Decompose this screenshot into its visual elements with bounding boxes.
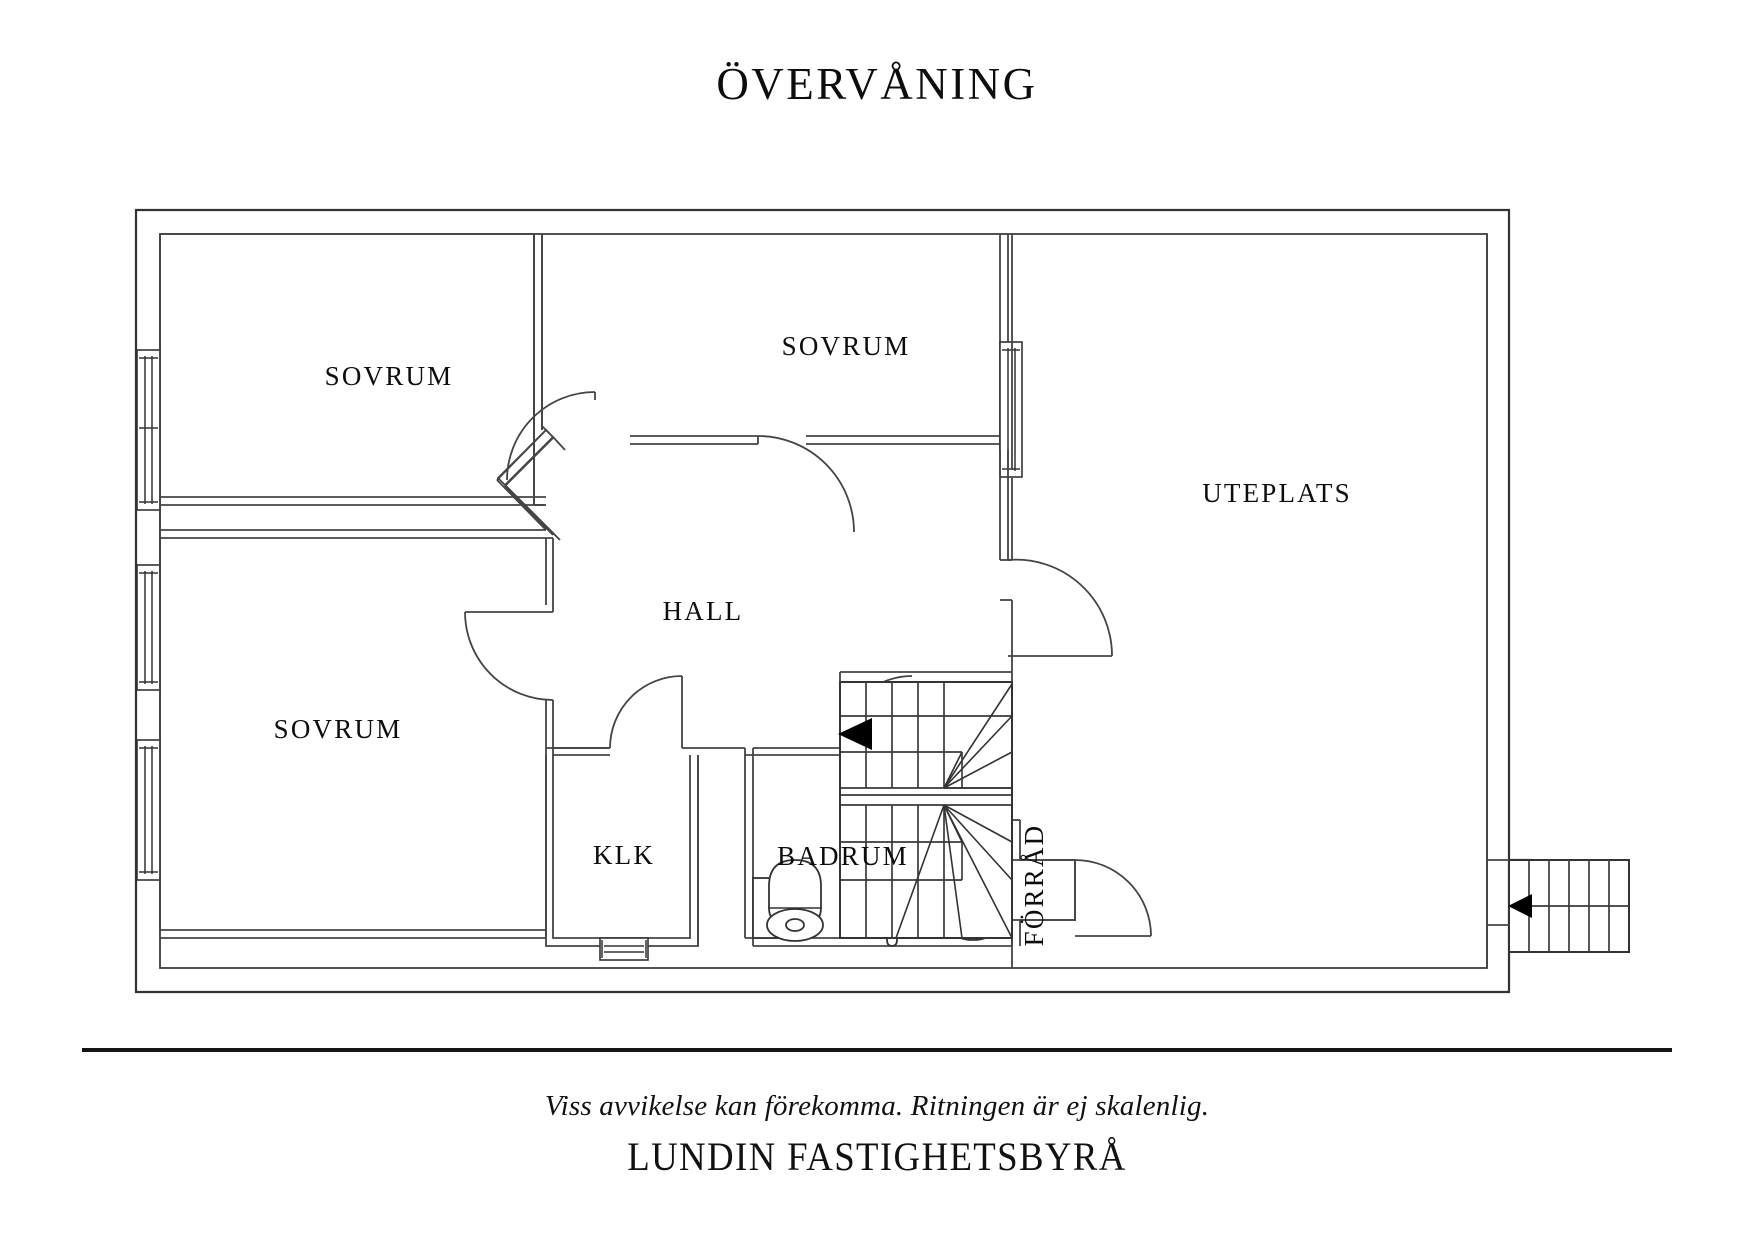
stair-winders-lower (895, 804, 1013, 939)
room-label-forrad: FÖRRÅD (1019, 824, 1049, 947)
door-forrad[interactable] (1074, 859, 1152, 937)
exterior-stair-doorway (1487, 859, 1509, 926)
hall-left-jog (160, 429, 554, 539)
window-klk-bottom (599, 937, 649, 961)
room-label-uteplats: UTEPLATS (1202, 478, 1352, 508)
interior-staircase (838, 671, 1013, 939)
building-outer-wall (134, 208, 1532, 994)
door-sovrum-top-left[interactable] (506, 391, 596, 481)
door-sovrum-top-middle[interactable] (757, 435, 855, 533)
room-label-sovrum-top-left: SOVRUM (325, 361, 454, 391)
door-sovrum-bottom-left[interactable] (464, 611, 554, 755)
footer-brand: LUNDIN FASTIGHETSBYRÅ (627, 1134, 1127, 1179)
stair-winders-upper (943, 683, 1013, 789)
room-label-badrum: BADRUM (777, 841, 909, 871)
hall-left-wall (545, 538, 554, 612)
floor-plan-svg: SOVRUM SOVRUM SOVRUM HALL KLK BADRUM FÖR… (134, 208, 1630, 994)
page-title: ÖVERVÅNING (716, 59, 1038, 109)
room-sovrum-top-left (159, 233, 545, 690)
footer-divider (82, 1048, 1672, 1052)
exterior-staircase (1508, 859, 1630, 953)
stair-direction-arrow-exterior (1508, 894, 1532, 918)
room-sovrum-top-middle (541, 234, 1012, 450)
floor-plan-drawing: SOVRUM SOVRUM SOVRUM HALL KLK BADRUM FÖR… (0, 160, 1754, 1000)
room-label-hall: HALL (663, 596, 744, 626)
room-label-klk: KLK (593, 840, 655, 870)
toilet-fixture (752, 859, 824, 942)
window-left-lower (136, 739, 161, 881)
footer-disclaimer: Viss avvikelse kan förekomma. Ritningen … (544, 1090, 1210, 1122)
window-left-mid (136, 564, 161, 691)
window-left-upper (136, 349, 161, 511)
window-top-right (999, 341, 1023, 478)
wall-sovrum-top-left-bottom (160, 496, 546, 506)
wall-sovrum-top-left-right (533, 234, 543, 430)
stair-direction-arrow-interior (838, 718, 872, 750)
door-hall-to-uteplats[interactable] (1000, 558, 1113, 657)
room-uteplats (1011, 234, 1488, 968)
room-label-sovrum-top-middle: SOVRUM (782, 331, 911, 361)
door-klk[interactable] (609, 675, 683, 749)
room-label-sovrum-bottom-left: SOVRUM (274, 714, 403, 744)
